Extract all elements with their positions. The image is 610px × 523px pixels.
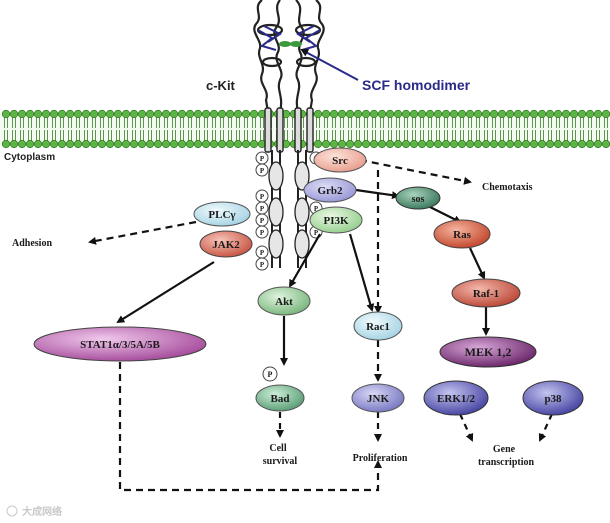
node-src: Src — [313, 147, 367, 173]
arrow-pi3k-rac1 — [348, 233, 375, 312]
svg-text:Rac1: Rac1 — [366, 321, 390, 333]
svg-text:JNK: JNK — [367, 393, 389, 405]
phospho-site: P — [255, 213, 269, 227]
node-jak2: JAK2 — [199, 230, 253, 258]
svg-text:P: P — [260, 229, 265, 237]
node-akt: Akt — [257, 286, 311, 316]
scf-homodimer-ligand — [257, 25, 321, 51]
svg-text:P: P — [314, 229, 319, 237]
svg-text:Src: Src — [332, 155, 348, 167]
outcome-cell-survival-line2: survival — [263, 456, 298, 467]
pathway-arrows — [88, 158, 553, 492]
node-ras: Ras — [433, 219, 491, 249]
node-p38: p38 — [522, 380, 584, 416]
svg-text:P: P — [260, 205, 265, 213]
arrow-pi3k-akt — [289, 233, 321, 288]
svg-text:P: P — [314, 205, 319, 213]
svg-text:sos: sos — [412, 194, 425, 205]
node-plcg: PLCγ — [193, 201, 251, 227]
receptor-transmembrane-helices — [264, 107, 314, 153]
ckit-label: c-Kit — [206, 78, 236, 93]
node-rac1: Rac1 — [353, 311, 403, 341]
watermark: 大成网络 — [6, 505, 62, 518]
svg-text:P: P — [260, 261, 265, 269]
watermark-text: 大成网络 — [22, 505, 62, 518]
node-sos: sos — [395, 186, 441, 210]
arrow-plcg-adhesion — [88, 220, 197, 245]
cell-membrane — [0, 109, 610, 149]
outcome-chemotaxis: Chemotaxis — [482, 182, 533, 193]
phospho-site: P — [255, 245, 269, 259]
svg-text:Bad: Bad — [271, 393, 290, 405]
svg-text:Raf-1: Raf-1 — [473, 288, 499, 300]
svg-text:Akt: Akt — [275, 296, 293, 308]
svg-text:JAK2: JAK2 — [212, 239, 240, 251]
svg-text:P: P — [268, 370, 273, 379]
phospho-site: P — [255, 189, 269, 203]
arrow-grb2-sos — [355, 188, 400, 200]
cytoplasm-label: Cytoplasm — [4, 152, 55, 163]
phospho-site: P — [255, 201, 269, 215]
phospho-site: P — [255, 225, 269, 239]
node-bad-phospho: P — [262, 366, 278, 382]
node-grb2: Grb2 — [303, 177, 357, 203]
arrow-jak2-stat — [116, 261, 215, 324]
node-erk: ERK1/2 — [423, 380, 489, 416]
scf-pointer-arrow — [300, 49, 359, 81]
svg-text:Grb2: Grb2 — [317, 185, 343, 197]
svg-text:MEK 1,2: MEK 1,2 — [465, 345, 512, 359]
arrow-p38-gene — [538, 413, 553, 442]
outcome-gene-line1: Gene — [493, 444, 516, 455]
svg-text:Ras: Ras — [453, 229, 471, 241]
receptor-intracellular-tails: PPPPPPPPPPP — [255, 150, 323, 271]
outcome-cell-survival-line1: Cell — [269, 443, 286, 454]
arrow-erk-gene — [459, 413, 474, 442]
outcome-adhesion: Adhesion — [12, 238, 52, 249]
svg-text:ERK1/2: ERK1/2 — [437, 393, 475, 405]
scf-homodimer-label: SCF homodimer — [362, 77, 471, 93]
phospho-site: P — [255, 151, 269, 165]
outcome-gene-line2: transcription — [478, 457, 535, 468]
outcome-proliferation: Proliferation — [353, 453, 408, 464]
node-mek: MEK 1,2 — [439, 336, 537, 368]
svg-text:PLCγ: PLCγ — [208, 209, 235, 221]
node-raf1: Raf-1 — [451, 278, 521, 308]
arrow-sos-ras — [427, 205, 462, 223]
node-bad: Bad — [255, 384, 305, 412]
phospho-site: P — [255, 257, 269, 271]
arrow-ras-raf1 — [469, 247, 486, 280]
arrow-src-chemotaxis — [359, 158, 472, 185]
svg-text:STAT1α/3/5A/5B: STAT1α/3/5A/5B — [80, 339, 160, 351]
node-jnk: JNK — [351, 383, 405, 413]
svg-text:p38: p38 — [544, 393, 562, 405]
phospho-site: P — [255, 163, 269, 177]
svg-text:P: P — [260, 155, 265, 163]
svg-text:P: P — [260, 217, 265, 225]
node-pi3k: PI3K — [309, 206, 363, 234]
arrow-stat-proliferation — [118, 362, 382, 492]
node-stat: STAT1α/3/5A/5B — [33, 326, 207, 362]
svg-text:P: P — [260, 167, 265, 175]
svg-text:P: P — [260, 193, 265, 201]
svg-text:PI3K: PI3K — [323, 215, 349, 227]
svg-text:P: P — [260, 249, 265, 257]
